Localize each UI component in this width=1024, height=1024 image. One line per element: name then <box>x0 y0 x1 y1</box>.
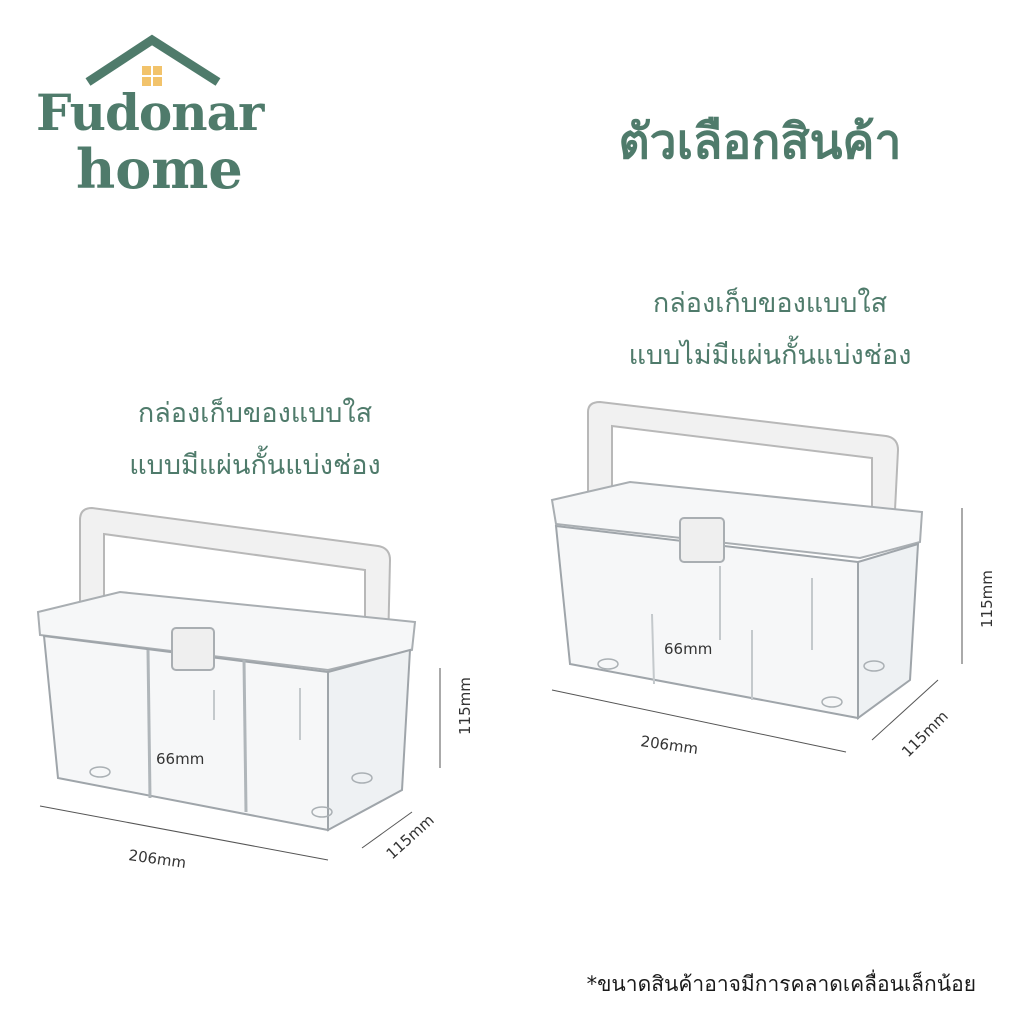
size-disclaimer: *ขนาดสินค้าอาจมีการคลาดเคลื่อนเล็กน้อย <box>586 972 976 996</box>
storage-box-with-dividers: 115mm 206mm 115mm 66mm <box>36 506 474 872</box>
box-lid <box>550 480 924 560</box>
page-title: ตัวเลือกสินค้า <box>618 114 902 170</box>
box-foot <box>597 658 619 670</box>
box-foot <box>89 766 111 778</box>
width-dimension-line <box>551 689 847 753</box>
brand-name-line1: Fudonar <box>36 83 264 142</box>
caption-line: แบบมีแผ่นกั้นแบ่งช่อง <box>129 450 381 481</box>
box-divider <box>242 659 248 813</box>
box-side <box>857 542 920 720</box>
depth-label: 115mm <box>898 707 952 761</box>
box-latch <box>679 517 725 563</box>
depth-label: 115mm <box>383 811 438 863</box>
caption-line: กล่องเก็บของแบบใส <box>652 288 888 319</box>
house-roof-icon <box>85 34 221 86</box>
width-label: 206mm <box>127 846 187 872</box>
box-lid <box>36 590 417 672</box>
caption-line: แบบไม่มีแผ่นกั้นแบ่งช่อง <box>628 340 912 371</box>
height-label: 115mm <box>978 570 996 628</box>
height-label: 115mm <box>456 677 474 735</box>
depth-dimension-line <box>871 679 939 741</box>
product-caption-with-dividers: กล่องเก็บของแบบใส แบบมีแผ่นกั้นแบ่งช่อง <box>45 388 465 492</box>
box-latch <box>171 627 215 671</box>
inner-width-label: 66mm <box>664 640 712 658</box>
brand-name-line2: home <box>76 137 243 201</box>
box-divider <box>146 649 152 799</box>
box-side <box>327 648 412 832</box>
storage-box-without-dividers: 115mm 206mm 115mm 66mm <box>550 400 996 761</box>
box-foot <box>863 660 885 672</box>
width-label: 206mm <box>639 732 699 758</box>
brand-logo: Fudonar home <box>30 30 280 210</box>
box-foot <box>311 806 333 818</box>
box-foot <box>351 772 373 784</box>
box-rib <box>651 613 655 685</box>
box-foot <box>821 696 843 708</box>
depth-dimension-line <box>361 811 413 849</box>
inner-width-label: 66mm <box>156 750 204 768</box>
product-caption-without-dividers: กล่องเก็บของแบบใส แบบไม่มีแผ่นกั้นแบ่งช่… <box>560 278 980 382</box>
caption-line: กล่องเก็บของแบบใส <box>137 398 373 429</box>
width-dimension-line <box>39 805 329 861</box>
